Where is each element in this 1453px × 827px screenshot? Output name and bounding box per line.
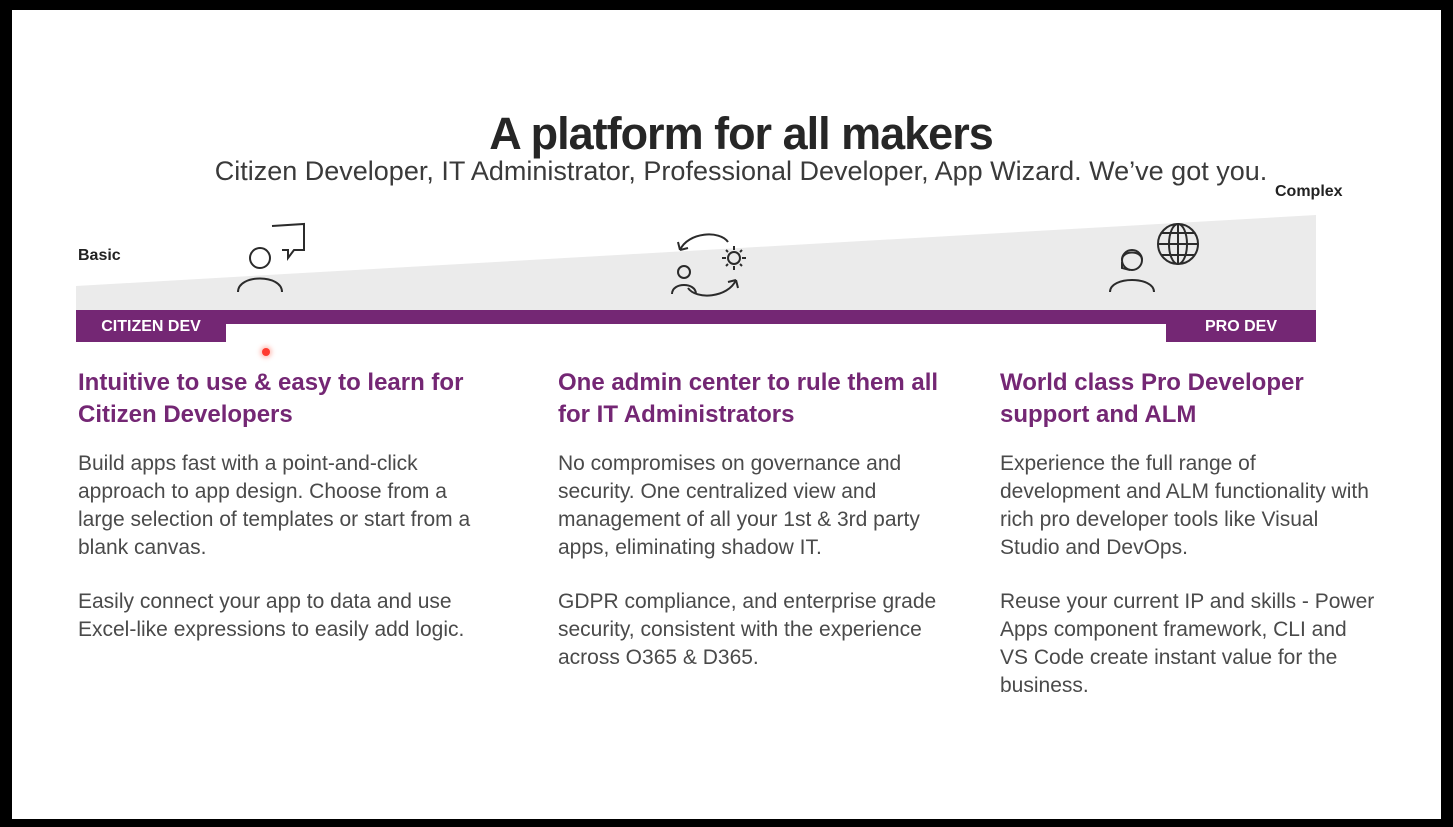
developer-globe-icon: [1109, 223, 1199, 293]
column-paragraph: Experience the full range of development…: [1000, 452, 1369, 559]
column-heading: One admin center to rule them all for IT…: [558, 369, 939, 428]
pro-dev-label: PRO DEV: [1204, 318, 1277, 335]
citizen-dev-label: CITIZEN DEV: [101, 318, 201, 335]
column-citizen-dev: Intuitive to use & easy to learn for Cit…: [78, 367, 478, 644]
slide: A platform for all makers Citizen Develo…: [12, 10, 1441, 819]
column-heading: World class Pro Developer support and AL…: [1000, 369, 1304, 428]
column-paragraph: GDPR compliance, and enterprise grade se…: [558, 590, 937, 669]
ramp-wedge: [76, 215, 1316, 314]
column-paragraph: Easily connect your app to data and use …: [78, 590, 465, 641]
column-paragraph: Reuse your current IP and skills - Power…: [1000, 590, 1375, 697]
column-it-admin: One admin center to rule them all for IT…: [558, 367, 958, 672]
basic-label: Basic: [78, 247, 121, 264]
pro-dev-tab: [1166, 310, 1316, 342]
cursor-indicator: [262, 348, 270, 356]
complex-label: Complex: [1275, 183, 1343, 200]
ramp-bar: [76, 310, 1316, 324]
column-paragraph: No compromises on governance and securit…: [558, 452, 920, 559]
person-speech-icon: [237, 222, 305, 293]
person-gear-cycle-icon: [671, 233, 746, 297]
complexity-ramp: [76, 215, 1316, 342]
column-pro-dev: World class Pro Developer support and AL…: [1000, 367, 1380, 700]
column-heading: Intuitive to use & easy to learn for Cit…: [78, 369, 464, 428]
slide-subtitle: Citizen Developer, IT Administrator, Pro…: [214, 156, 1268, 186]
citizen-dev-tab: [76, 310, 226, 342]
slide-title: A platform for all makers: [489, 108, 994, 159]
column-paragraph: Build apps fast with a point-and-click a…: [78, 452, 471, 559]
